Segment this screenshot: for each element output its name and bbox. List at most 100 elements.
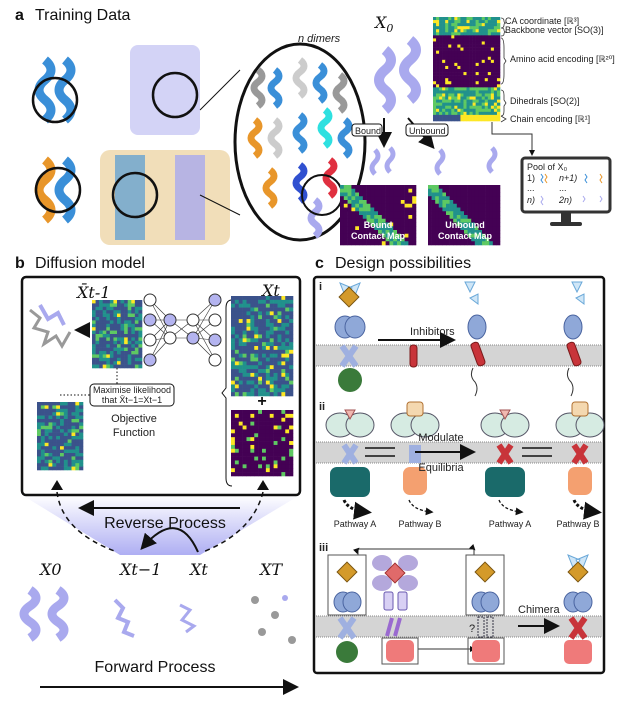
heatmap-cell xyxy=(442,222,447,227)
heatmap-cell xyxy=(454,81,458,85)
heatmap-cell xyxy=(485,192,490,197)
heatmap-cell xyxy=(56,446,61,450)
heatmap-cell xyxy=(381,188,386,193)
heatmap-cell xyxy=(439,111,443,116)
heatmap-cell xyxy=(48,419,53,423)
heatmap-cell xyxy=(48,429,53,433)
heatmap-cell xyxy=(340,222,345,227)
heatmap-cell xyxy=(475,117,479,122)
heatmap-cell xyxy=(234,376,240,381)
heatmap-cell xyxy=(474,237,479,242)
heatmap-cell xyxy=(442,78,446,82)
heatmap-cell xyxy=(456,203,461,208)
heatmap-cell xyxy=(428,241,432,246)
heatmap-cell xyxy=(231,380,236,385)
heatmap-cell xyxy=(351,237,356,242)
heatmap-cell xyxy=(269,307,274,312)
heatmap-cell xyxy=(472,29,476,33)
heatmap-cell xyxy=(381,237,386,242)
heatmap-cell xyxy=(449,188,454,193)
heatmap-cell xyxy=(277,464,282,469)
heatmap-cell xyxy=(385,233,390,238)
heatmap-cell xyxy=(258,361,263,366)
heatmap-cell xyxy=(117,351,121,355)
heatmap-cell xyxy=(281,342,286,347)
heatmap-cell xyxy=(478,105,483,110)
heatmap-cell xyxy=(408,233,413,238)
heatmap-cell xyxy=(262,376,267,381)
heatmap-cell xyxy=(448,99,452,103)
heatmap-cell xyxy=(71,408,76,413)
heatmap-cell xyxy=(113,317,118,321)
heatmap-cell xyxy=(490,90,495,94)
heatmap-cell xyxy=(400,230,405,235)
heatmap-cell xyxy=(484,117,489,122)
heatmap-cell xyxy=(436,26,440,30)
heatmap-cell xyxy=(374,215,379,220)
heatmap-cell xyxy=(254,361,259,366)
heatmap-cell xyxy=(442,102,446,107)
objective-caption-2: Function xyxy=(113,427,155,439)
heatmap-cell xyxy=(457,20,461,24)
heatmap-cell xyxy=(438,226,443,231)
heatmap-cell xyxy=(269,388,274,393)
heatmap-cell xyxy=(40,456,45,461)
heatmap-cell xyxy=(442,233,447,238)
heatmap-cell xyxy=(445,117,449,122)
heatmap-cell xyxy=(453,218,458,223)
heatmap-cell xyxy=(37,456,42,461)
heatmap-cell xyxy=(131,357,136,362)
heatmap-cell xyxy=(362,211,367,216)
heatmap-cell xyxy=(231,296,236,301)
heatmap-cell xyxy=(242,417,247,422)
heatmap-cell xyxy=(285,299,290,304)
heatmap-cell xyxy=(400,233,405,238)
heatmap-cell xyxy=(428,203,432,208)
heatmap-cell xyxy=(385,226,390,231)
heatmap-cell xyxy=(250,369,255,374)
heatmap-cell xyxy=(469,17,473,21)
heatmap-cell xyxy=(446,188,450,193)
heatmap-cell xyxy=(92,330,96,335)
heatmap-cell xyxy=(493,62,498,67)
heatmap-cell xyxy=(231,464,236,469)
heatmap-cell xyxy=(48,405,53,410)
heatmap-cell xyxy=(234,472,240,477)
heatmap-cell xyxy=(273,330,278,335)
heatmap-cell xyxy=(457,35,461,39)
heatmap-cell xyxy=(44,412,49,416)
heatmap-cell xyxy=(231,365,236,370)
heatmap-cell xyxy=(389,188,394,193)
heatmap-cell xyxy=(496,38,501,42)
heatmap-cell xyxy=(71,442,76,447)
heatmap-cell xyxy=(117,361,121,365)
heatmap-cell xyxy=(71,429,76,433)
heatmap-cell xyxy=(37,442,42,447)
heatmap-cell xyxy=(56,436,61,440)
heatmap-cell xyxy=(351,185,356,190)
heatmap-cell xyxy=(436,50,440,55)
heatmap-cell xyxy=(481,53,486,58)
heatmap-cell xyxy=(481,26,486,30)
heatmap-cell xyxy=(343,211,348,216)
inhibitors-label: Inhibitors xyxy=(410,326,455,338)
heatmap-cell xyxy=(131,303,136,308)
heatmap-cell xyxy=(99,351,104,355)
heatmap-cell xyxy=(487,69,492,73)
heatmap-cell xyxy=(246,299,251,304)
heatmap-cell xyxy=(466,26,470,30)
heatmap-cell xyxy=(412,203,417,208)
circle-highlight xyxy=(151,71,199,119)
heatmap-cell xyxy=(490,29,495,33)
heatmap-cell xyxy=(436,102,440,107)
heatmap-cell xyxy=(408,226,413,231)
heatmap-cell xyxy=(460,69,464,73)
heatmap-cell xyxy=(265,384,271,389)
heatmap-cell xyxy=(457,75,461,79)
heatmap-cell xyxy=(37,436,42,440)
nn-node xyxy=(208,353,222,367)
heatmap-cell xyxy=(48,459,53,464)
heatmap-cell xyxy=(117,317,121,321)
heatmap-cell xyxy=(273,357,278,362)
heatmap-cell xyxy=(457,117,461,122)
